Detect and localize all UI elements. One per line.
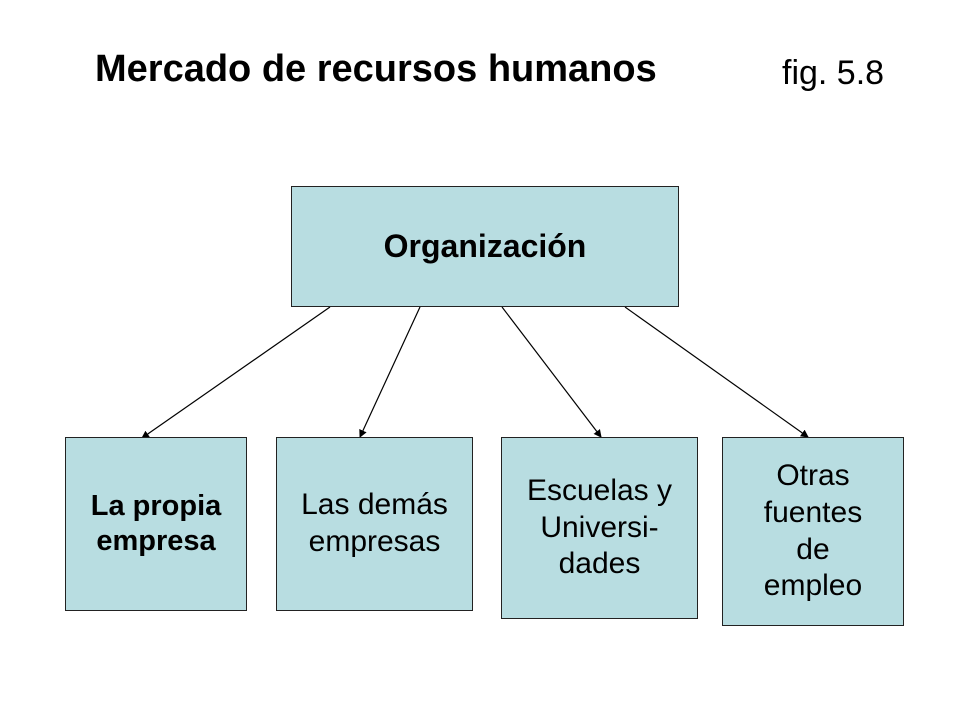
las-demas-empresas-label: Las demás empresas [301, 488, 448, 558]
organizacion-node: Organización [291, 186, 679, 307]
diagram-title: Mercado de recursos humanos [95, 48, 657, 90]
la-propia-empresa-label: La propia empresa [90, 489, 222, 557]
figure-label: fig. 5.8 [782, 54, 885, 92]
la-propia-empresa-node: La propia empresa [65, 437, 247, 611]
escuelas-universidades-label: Escuelas y Universi- dades [526, 474, 673, 581]
organizacion-label: Organización [383, 227, 587, 264]
otras-fuentes-node: Otras fuentes de empleo [722, 437, 904, 626]
arrow-to-otras-fuentes [624, 306, 809, 438]
arrow-to-la-propia-empresa [141, 306, 331, 439]
arrow-to-las-demas-empresas [359, 306, 421, 438]
arrow-to-escuelas-universidades [501, 306, 602, 438]
escuelas-universidades-node: Escuelas y Universi- dades [501, 437, 698, 619]
las-demas-empresas-node: Las demás empresas [276, 437, 473, 611]
otras-fuentes-label: Otras fuentes de empleo [763, 459, 863, 603]
